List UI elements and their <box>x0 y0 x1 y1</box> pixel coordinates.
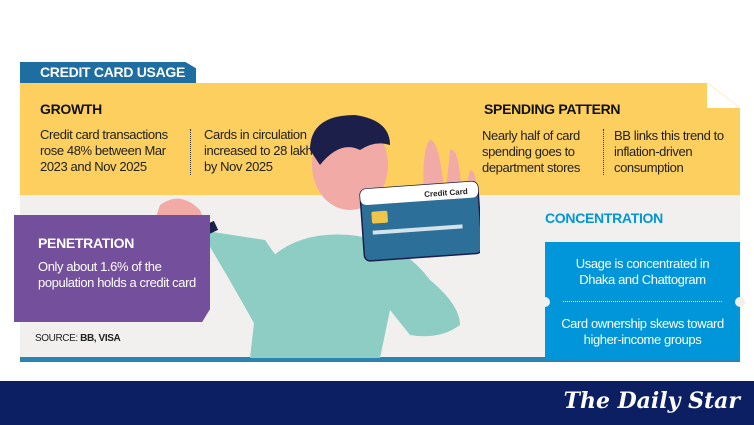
concentration-box: Usage is concentrated in Dhaka and Chatt… <box>540 242 745 360</box>
daily-star-logo: The Daily Star <box>563 388 740 414</box>
concentration-heading: CONCENTRATION <box>545 210 663 226</box>
title: CREDIT CARD USAGE <box>40 64 186 80</box>
notch <box>735 297 745 307</box>
source-label: SOURCE: <box>35 333 78 344</box>
concentration-item: Usage is concentrated in Dhaka and Chatt… <box>575 256 710 287</box>
card-label: Credit Card <box>424 187 468 199</box>
spending-item: BB links this trend to inflation-driven … <box>614 128 724 175</box>
credit-card: Credit Card <box>359 180 480 262</box>
spending-heading: SPENDING PATTERN <box>484 101 621 117</box>
hair <box>310 115 390 165</box>
shirt <box>250 234 460 358</box>
divider <box>190 129 191 175</box>
penetration-text: Only about 1.6% of the population holds … <box>38 259 196 290</box>
spending-item: Nearly half of card spending goes to dep… <box>482 128 580 175</box>
growth-item: Cards in circulation increased to 28 lak… <box>204 127 313 174</box>
growth-item: Credit card transactions rose 48% betwee… <box>40 127 168 174</box>
chip-icon <box>371 210 388 224</box>
source: SOURCE: BB, VISA <box>35 333 121 344</box>
bottom-rule <box>20 357 740 362</box>
divider <box>563 301 722 302</box>
arm <box>200 230 300 341</box>
growth-heading: GROWTH <box>40 101 102 117</box>
penetration-heading: PENETRATION <box>38 235 134 251</box>
notch <box>540 297 550 307</box>
divider <box>603 129 604 175</box>
penetration-box: PENETRATION Only about 1.6% of the popul… <box>14 215 210 322</box>
footer-bar <box>0 381 754 425</box>
source-value: BB, VISA <box>80 333 121 344</box>
title-tab: CREDIT CARD USAGE <box>20 62 196 83</box>
concentration-item: Card ownership skews toward higher-incom… <box>561 316 724 347</box>
